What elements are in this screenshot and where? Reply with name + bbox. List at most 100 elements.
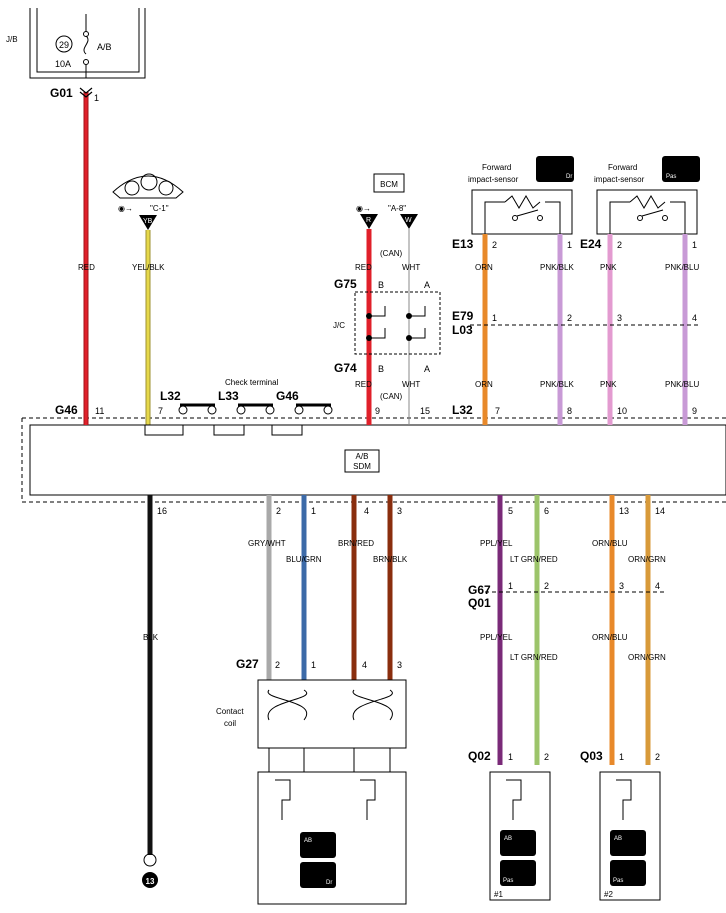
pin-l32-10: 10 <box>617 406 627 416</box>
coil-label: coil <box>224 719 236 728</box>
fuse-icon <box>83 35 89 55</box>
fuse-rating: 10A <box>55 59 71 69</box>
wire-label-brnblk: BRN/BLK <box>373 555 408 564</box>
wire-label-wht-1: WHT <box>402 263 420 272</box>
pin-e79-1: 1 <box>492 313 497 323</box>
pin-e79-4: 4 <box>692 313 697 323</box>
driver-airbag-icon <box>536 156 574 182</box>
jc-label: J/C <box>333 321 345 330</box>
wire-label-pnkblu-2: PNK/BLU <box>665 380 699 389</box>
pin-g27-4: 4 <box>362 660 367 670</box>
connector-q03: Q03 <box>580 749 603 763</box>
connector-g01: G01 <box>50 86 73 100</box>
pin-q02-2: 2 <box>544 752 549 762</box>
wire-label-orn-2: ORN <box>475 380 493 389</box>
pin-jc-b1: B <box>378 280 384 290</box>
driver-airbag-module <box>257 771 407 905</box>
contact-coil-box <box>257 679 407 749</box>
sensor-right-resistor <box>629 195 666 209</box>
fuse-number-circle <box>55 35 73 53</box>
terminal-yb: YB <box>143 218 153 225</box>
connector-l33: L33 <box>218 389 239 403</box>
wire-label-pplyel-1: PPL/YEL <box>480 539 513 548</box>
pin-e13-2: 2 <box>492 240 497 250</box>
contact-label: Contact <box>216 707 244 716</box>
pin-sdm-13: 13 <box>619 506 629 516</box>
wire-label-pnkblu-1: PNK/BLU <box>665 263 699 272</box>
ab-label-1: AB <box>304 838 312 844</box>
wire-label-pplyel-2: PPL/YEL <box>480 633 513 642</box>
pin-g46-11: 11 <box>95 406 104 416</box>
airbag-icon-3 <box>610 830 646 856</box>
eye-icon-2: ◉→ <box>356 204 371 213</box>
pin-g67-3: 3 <box>619 581 624 591</box>
wire-label-pnkblk-2: PNK/BLK <box>540 380 574 389</box>
pin-g46-7: 7 <box>158 406 163 416</box>
ab-label-3: AB <box>614 836 622 842</box>
check-terminal-group: L32 L33 G46 <box>160 389 333 415</box>
dr-label-2: Dr <box>326 880 332 886</box>
pin-l32-7: 7 <box>495 406 500 416</box>
connector-e79: E79 <box>452 309 474 323</box>
sdm-icon <box>344 449 380 473</box>
connector-g75: G75 <box>334 277 357 291</box>
pin-g67-4: 4 <box>655 581 660 591</box>
wire-label-wht-2: WHT <box>402 380 420 389</box>
dr-label-1: Dr <box>566 174 572 180</box>
bcm-icon <box>373 173 405 193</box>
wire-label-red-3: RED <box>355 380 372 389</box>
wire-yelblk <box>145 230 151 425</box>
contact-coil-icon-right <box>352 689 393 721</box>
pin-sdm-14: 14 <box>655 506 665 516</box>
sdm-label-2: SDM <box>353 462 371 471</box>
connector-g67: G67 <box>468 583 491 597</box>
ground-icon <box>143 853 157 867</box>
pretensioner-1 <box>489 771 551 901</box>
wire-label-orn-1: ORN <box>475 263 493 272</box>
pin-q03-2: 2 <box>655 752 660 762</box>
wire-label-grywht: GRY/WHT <box>248 539 286 548</box>
pin-e13-1: 1 <box>567 240 572 250</box>
wire-label-yelblk: YEL/BLK <box>132 263 165 272</box>
connector-q01: Q01 <box>468 596 491 610</box>
terminal-r: R <box>366 217 371 224</box>
connector-l32-check: L32 <box>160 389 181 403</box>
sdm-label-1: A/B <box>356 452 369 461</box>
pin-g27-3: 3 <box>397 660 402 670</box>
connector-e24: E24 <box>580 237 602 251</box>
wire-label-pnk-1: PNK <box>600 263 617 272</box>
module-number-1: #1 <box>494 890 503 899</box>
connector-g27: G27 <box>236 657 259 671</box>
connector-q02: Q02 <box>468 749 491 763</box>
eye-icon: ◉→ <box>118 204 133 213</box>
pin-sdm-1: 1 <box>311 506 316 516</box>
pin-l32-8: 8 <box>567 406 572 416</box>
ab-label-2: AB <box>504 836 512 842</box>
check-terminal-label: Check terminal <box>225 378 279 387</box>
wire-label-brnred: BRN/RED <box>338 539 374 548</box>
pin-g27-2: 2 <box>275 660 280 670</box>
wire-label-blk: BLK <box>143 633 159 642</box>
wire-label-blugrn: BLU/GRN <box>286 555 322 564</box>
wire-label-orngrn-2: ORN/GRN <box>628 653 666 662</box>
connector-g74: G74 <box>334 361 357 375</box>
driver-icon <box>300 862 336 888</box>
instrument-cluster-icon <box>112 173 184 199</box>
pin-g01-1: 1 <box>94 93 99 103</box>
pretensioner-2 <box>599 771 661 901</box>
wire-label-ltgrnred-2: LT GRN/RED <box>510 653 558 662</box>
pin-e79-2: 2 <box>567 313 572 323</box>
contact-coil-icon-left <box>267 689 308 721</box>
connector-g46-check: G46 <box>276 389 299 403</box>
pin-sdm-5: 5 <box>508 506 513 516</box>
can-label-1: (CAN) <box>380 249 403 258</box>
pin-e24-1: 1 <box>692 240 697 250</box>
pin-g27-1: 1 <box>311 660 316 670</box>
pin-g46-9: 9 <box>375 406 380 416</box>
terminal-r-marker <box>360 214 378 229</box>
passenger-airbag-icon <box>662 156 700 182</box>
wire-label-red: RED <box>78 263 95 272</box>
passenger-icon-1 <box>500 860 536 886</box>
pin-q02-1: 1 <box>508 752 513 762</box>
wire-label-orngrn-1: ORN/GRN <box>628 555 666 564</box>
